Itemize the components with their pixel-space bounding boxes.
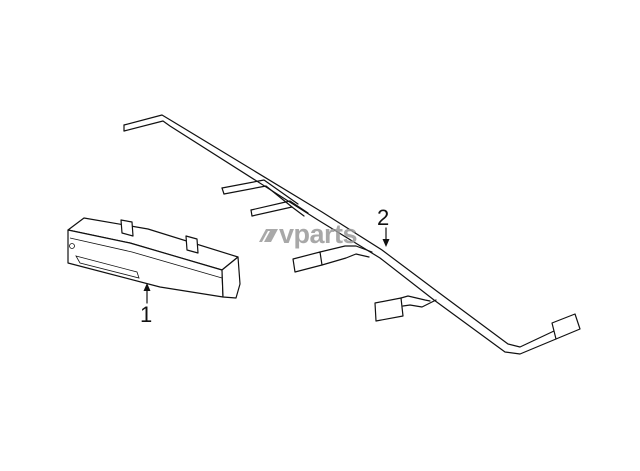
callout-2-arrow-icon <box>382 239 390 247</box>
brand-name: vparts <box>279 219 357 249</box>
callout-2: 2 <box>377 205 390 247</box>
wiring-harness <box>123 114 581 355</box>
lv-logo-icon <box>259 229 278 242</box>
callout-1: 1 <box>140 283 152 327</box>
callout-2-label: 2 <box>377 205 389 230</box>
watermark: vparts <box>259 219 358 249</box>
callout-1-arrow-icon <box>143 283 151 291</box>
callout-1-label: 1 <box>140 302 152 327</box>
lamp-assembly <box>67 217 241 299</box>
